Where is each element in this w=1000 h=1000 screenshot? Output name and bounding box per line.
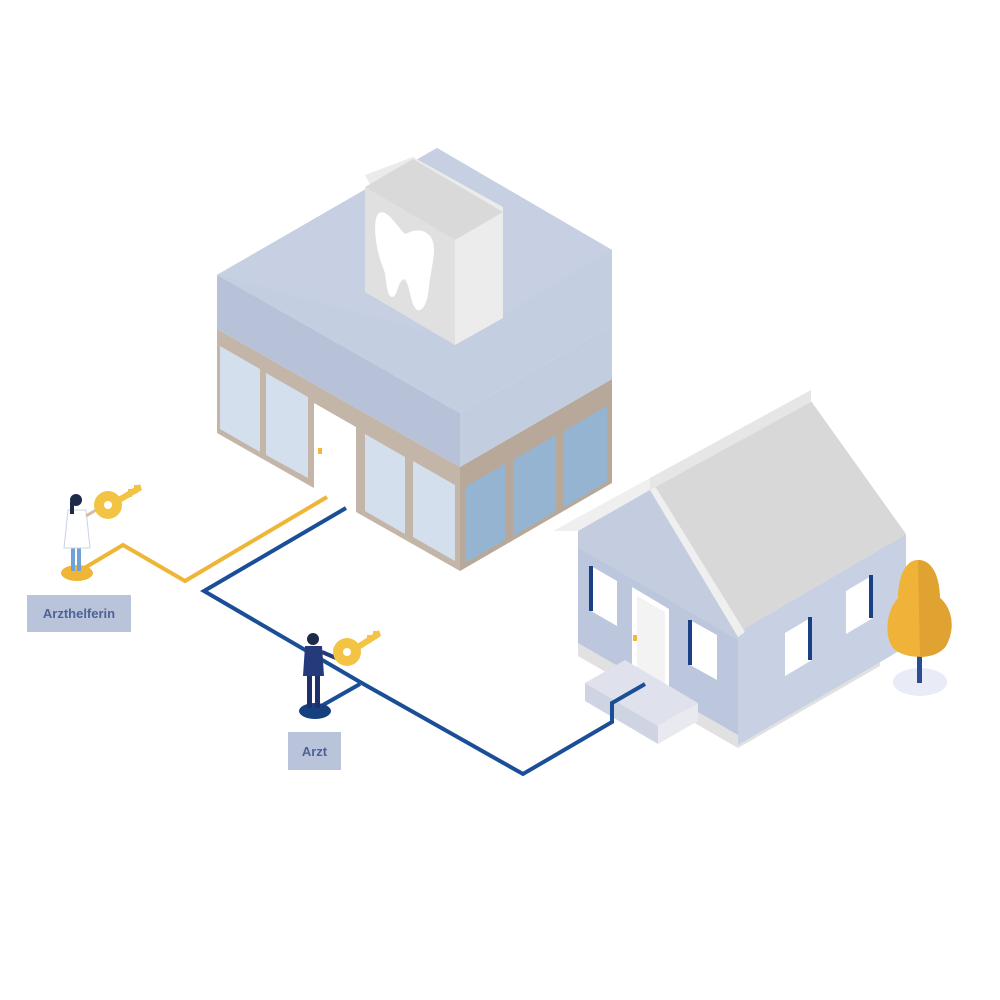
assistant-figure: [61, 494, 97, 581]
house: [553, 390, 906, 748]
key-icon: [94, 484, 142, 519]
dental-practice-building: [217, 148, 612, 571]
key-icon: [333, 630, 381, 666]
doctor-label: Arzt: [288, 732, 341, 770]
doctor-figure: [299, 633, 337, 719]
assistant-path: [74, 495, 329, 584]
assistant-label: Arzthelferin: [27, 595, 131, 632]
practice-door: [314, 403, 356, 513]
tooth-sign: [365, 157, 503, 345]
tooth-icon: [375, 212, 434, 311]
doctor-path: [200, 506, 646, 777]
door-handle: [318, 448, 322, 454]
tree: [887, 560, 952, 696]
